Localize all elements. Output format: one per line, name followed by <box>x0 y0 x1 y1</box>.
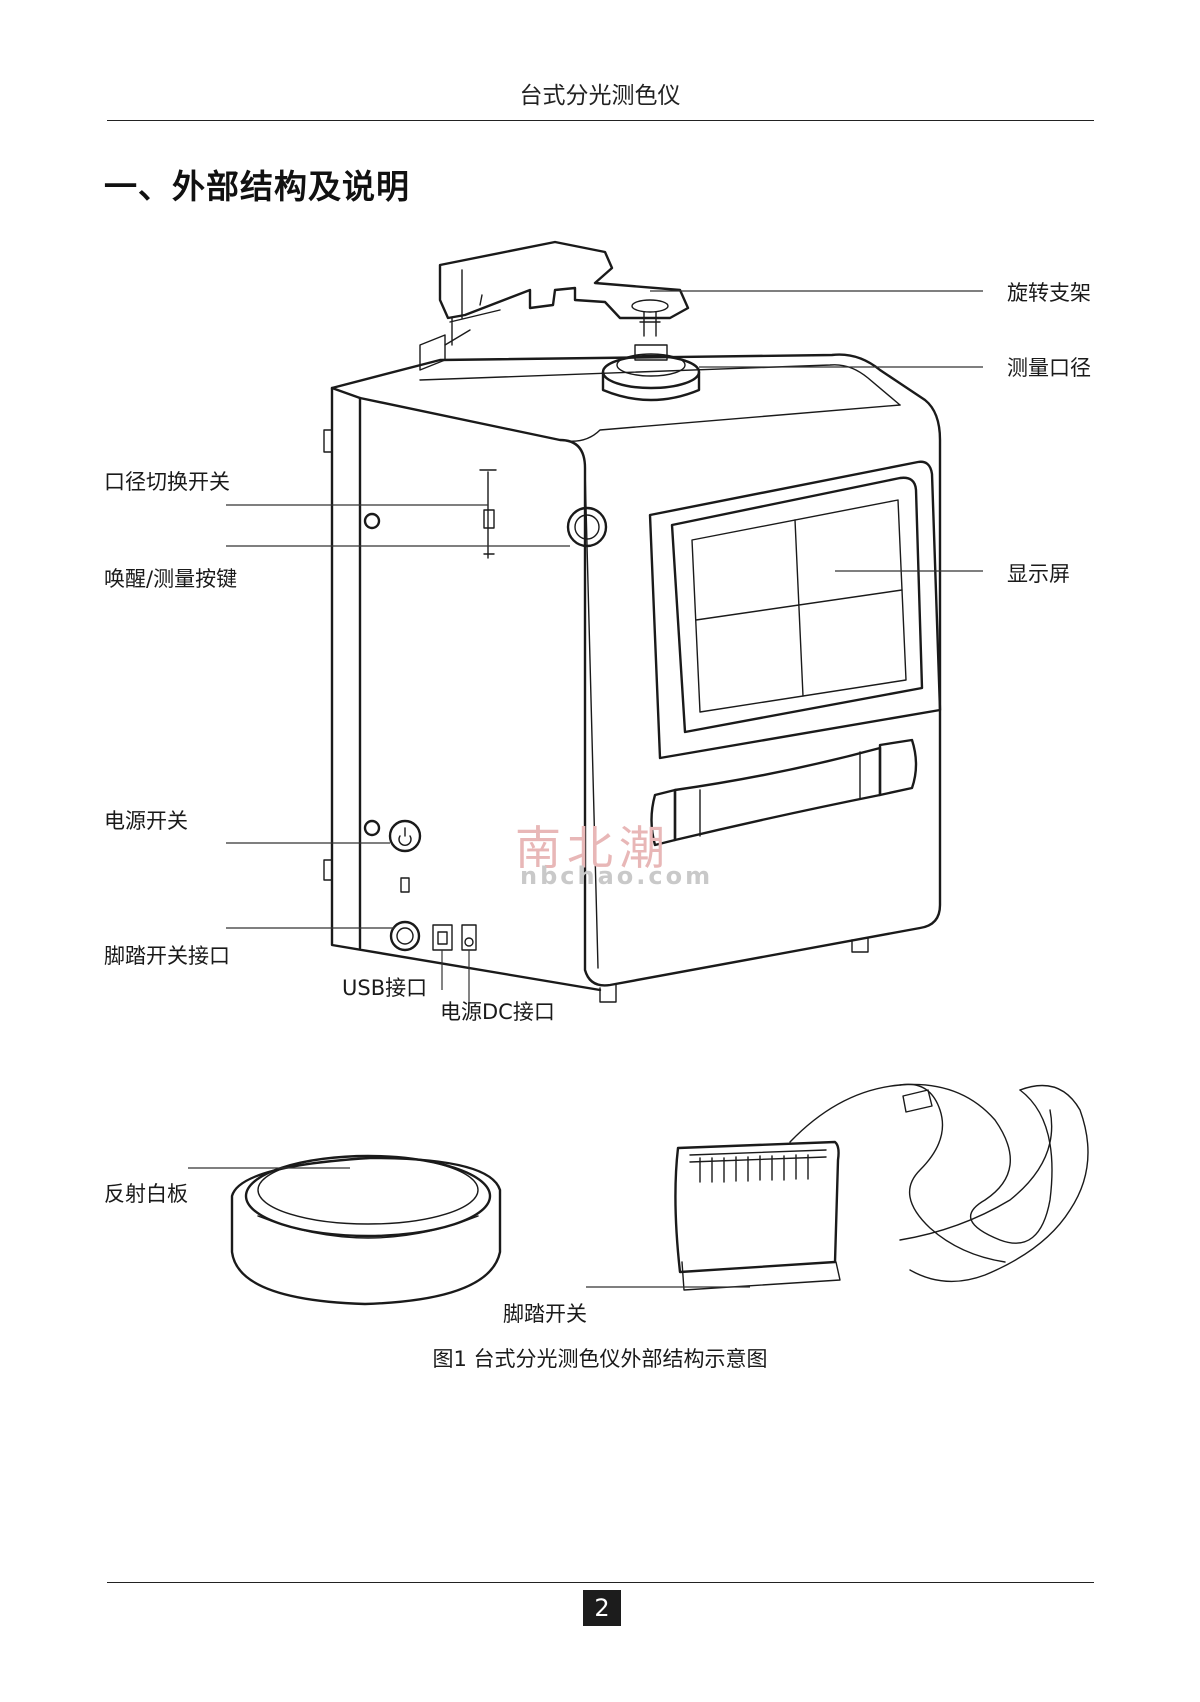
white-board-drawing <box>230 1154 502 1306</box>
label-white-board: 反射白板 <box>104 1182 188 1206</box>
running-header-title: 台式分光测色仪 <box>519 83 681 109</box>
measuring-aperture-drawing <box>601 344 701 402</box>
footer-rule <box>107 1582 1094 1583</box>
page-number: 2 <box>583 1590 621 1626</box>
rotating-bracket-drawing <box>419 240 690 371</box>
section-heading: 一、外部结构及说明 <box>104 167 410 206</box>
label-rotating-bracket: 旋转支架 <box>1007 281 1091 305</box>
label-wake-measure-button: 唤醒/测量按键 <box>104 567 238 591</box>
device-body-drawing <box>323 353 942 1003</box>
side-controls-drawing <box>363 469 608 952</box>
footswitch-drawing <box>674 1083 1089 1291</box>
label-power-dc-port: 电源DC接口 <box>440 1000 555 1024</box>
leader-lines <box>188 290 983 1288</box>
label-footswitch: 脚踏开关 <box>503 1302 587 1326</box>
watermark-cn: 南北潮 <box>515 821 671 875</box>
label-power-switch: 电源开关 <box>104 809 188 833</box>
label-aperture-switch: 口径切换开关 <box>104 470 230 494</box>
label-display-screen: 显示屏 <box>1007 562 1070 586</box>
display-screen-drawing <box>648 460 942 760</box>
handle-drawing <box>650 738 918 847</box>
watermark-en: nbchao.com <box>520 862 714 890</box>
label-measuring-aperture: 测量口径 <box>1007 356 1091 380</box>
label-usb-port: USB接口 <box>342 976 428 1000</box>
label-footswitch-port: 脚踏开关接口 <box>104 944 230 968</box>
header-rule <box>107 120 1094 121</box>
figure-caption: 图1 台式分光测色仪外部结构示意图 <box>432 1347 768 1371</box>
